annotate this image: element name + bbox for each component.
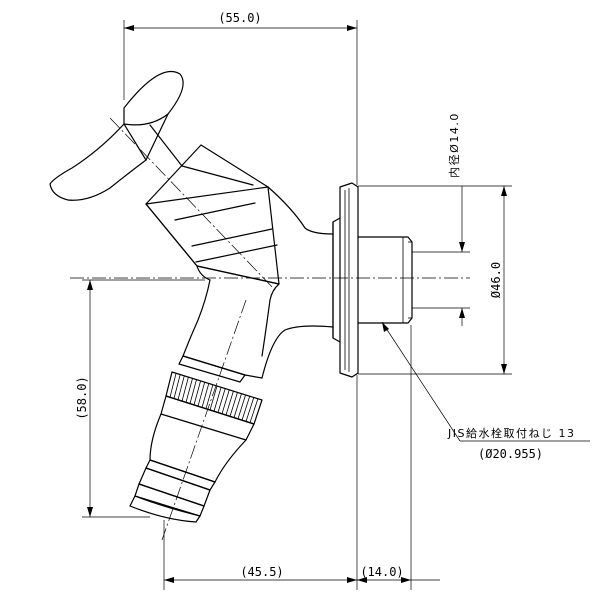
knurl-line [245,397,255,422]
threaded-nipple [357,236,413,324]
center-lines [70,117,470,541]
knurl-line [181,376,189,402]
dim-thread-length: (14.0) [360,565,403,579]
knurl-line [233,393,242,418]
knurl-line [193,380,201,406]
dim-height: (58.0) [75,376,89,419]
outlet-nut [160,355,263,441]
faucet-body [182,186,334,379]
dim-inner-diameter: 内径Ø14.0 [447,112,461,178]
knurl-line [209,385,218,411]
knurl-line [249,398,259,423]
wall-flange [332,182,359,378]
knurl-line [221,389,230,414]
knurl-hatching [169,373,259,423]
knurl-line [169,373,177,398]
knurl-line [201,383,210,408]
knurl-line [197,382,206,407]
dimension-lines [82,20,590,590]
callout-thread-diameter: (Ø20.955) [478,447,543,461]
callout-thread-spec: JIS給水栓取付ねじ 13 [447,426,575,440]
knurl-line [225,390,234,416]
knurl-line [189,379,197,404]
knurl-line [185,378,193,403]
knurl-line [205,384,214,409]
knurl-line [217,388,226,413]
bonnet [145,144,280,285]
dim-bottom-offset: (45.5) [240,565,283,579]
dim-top-width: (55.0) [218,11,261,25]
knurl-line [213,387,222,412]
knurl-line [177,375,185,400]
knurl-line [229,392,238,417]
hose-adapter [129,413,247,523]
knurl-line [173,374,181,399]
handle [49,70,184,201]
dim-flange-diameter: Ø46.0 [489,262,503,298]
knurl-line [237,394,246,420]
knurl-line [241,396,251,421]
